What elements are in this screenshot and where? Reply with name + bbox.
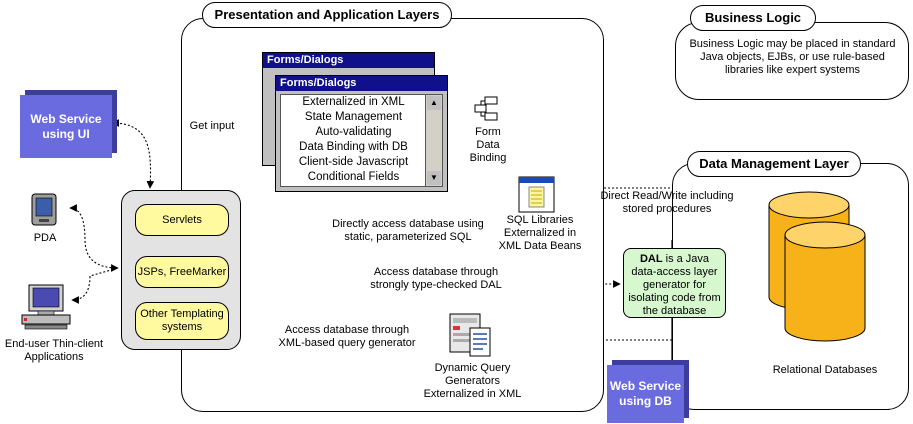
web-service-ui-box[interactable]: Web Service using UI bbox=[20, 95, 112, 158]
get-input-label: Get input bbox=[189, 120, 235, 132]
forms-dialog-front-title: Forms/Dialogs bbox=[276, 76, 447, 91]
form-binding-icon bbox=[474, 96, 498, 121]
form-binding-label: Form Data Binding bbox=[469, 126, 507, 164]
sql-libraries-label: SQL Libraries Externalized in XML Data B… bbox=[498, 214, 582, 252]
thin-client-label: End-user Thin-client Applications bbox=[4, 338, 104, 363]
business-logic-title: Business Logic bbox=[690, 5, 816, 31]
scroll-down-icon[interactable]: ▼ bbox=[427, 171, 441, 185]
forms-dialog-back-title: Forms/Dialogs bbox=[263, 53, 434, 68]
list-item: Conditional Fields bbox=[307, 171, 400, 183]
dal-name: DAL bbox=[639, 253, 663, 265]
list-item: State Management bbox=[304, 111, 403, 123]
list-item: Client-side Javascript bbox=[298, 156, 409, 168]
ws-ui-connector bbox=[111, 119, 155, 189]
sql-library-icon bbox=[518, 176, 555, 213]
list-item: Auto-validating bbox=[315, 126, 392, 138]
pda-connector bbox=[69, 204, 119, 272]
thin-client-connector bbox=[71, 267, 119, 304]
scroll-up-icon[interactable]: ▲ bbox=[427, 96, 441, 110]
xml-query-label: Access database through XML-based query … bbox=[278, 324, 416, 349]
list-item: Data Binding with DB bbox=[299, 141, 408, 153]
web-service-db-box[interactable]: Web Service using DB bbox=[607, 365, 684, 423]
relational-database-icon bbox=[768, 191, 866, 342]
typed-dal-label: Access database through strongly type-ch… bbox=[370, 266, 502, 291]
direct-sql-label: Directly access database using static, p… bbox=[332, 218, 484, 243]
servlets-component[interactable]: Servlets bbox=[135, 204, 229, 236]
dynamic-query-icon bbox=[449, 313, 491, 357]
dal-box[interactable]: DAL is a Java data-access layer generato… bbox=[623, 248, 726, 318]
jsp-freemarker-component[interactable]: JSPs, FreeMarker bbox=[135, 256, 229, 288]
data-management-title: Data Management Layer bbox=[687, 151, 861, 177]
forms-feature-list: Externalized in XML State Management Aut… bbox=[280, 94, 427, 187]
direct-read-write-label: Direct Read/Write including stored proce… bbox=[600, 190, 734, 215]
list-item: Externalized in XML bbox=[302, 96, 405, 108]
pda-icon bbox=[31, 193, 57, 226]
presentation-layer-title: Presentation and Application Layers bbox=[202, 2, 452, 28]
thin-client-computer-icon bbox=[21, 284, 71, 330]
business-logic-description: Business Logic may be placed in standard… bbox=[689, 38, 896, 76]
other-templating-component[interactable]: Other Templating systems bbox=[135, 302, 229, 340]
relational-databases-label: Relational Databases bbox=[772, 364, 878, 376]
dal-description: is a Java data-access layer generator fo… bbox=[628, 253, 721, 317]
forms-scrollbar[interactable]: ▲ ▼ bbox=[425, 94, 443, 187]
dynamic-query-label: Dynamic Query Generators Externalized in… bbox=[423, 362, 522, 400]
pda-label: PDA bbox=[33, 232, 57, 244]
